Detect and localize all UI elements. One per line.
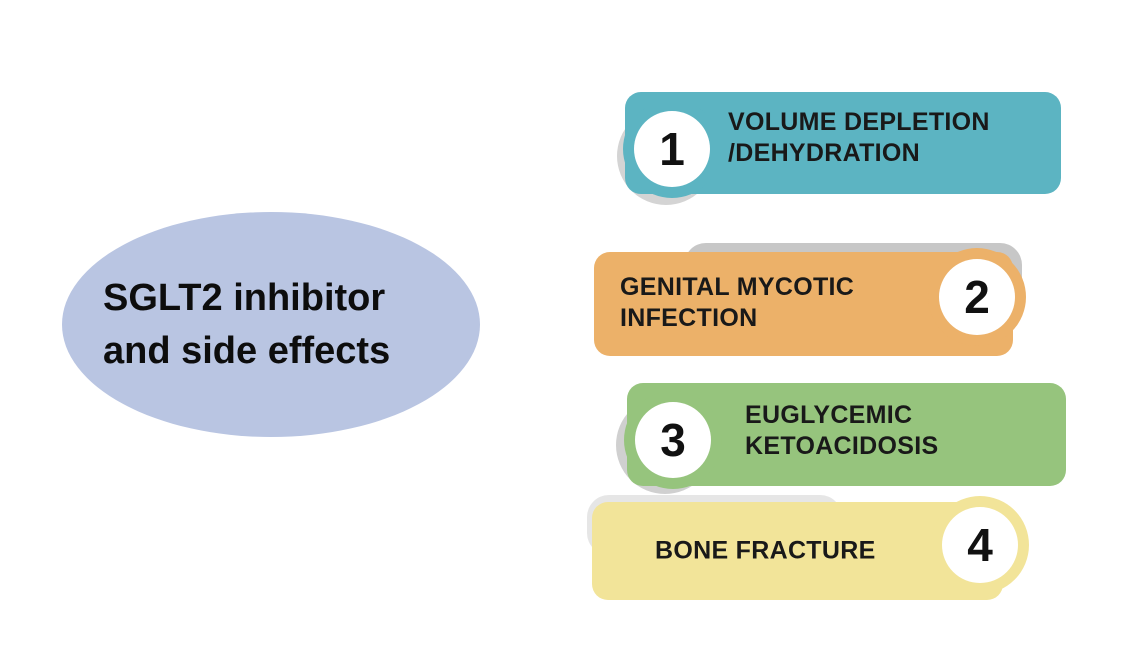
title-line-1: SGLT2 inhibitor xyxy=(103,276,386,319)
badge-number: 2 xyxy=(939,259,1015,335)
title-line-2: and side effects xyxy=(103,329,391,372)
item-label: VOLUME DEPLETION /DEHYDRATION xyxy=(728,107,990,169)
item-label: GENITAL MYCOTIC INFECTION xyxy=(620,272,854,334)
number-badge-3: 3 xyxy=(624,391,722,489)
item-label-line-2: INFECTION xyxy=(620,304,758,332)
item-label: EUGLYCEMIC KETOACIDOSIS xyxy=(745,400,938,462)
badge-number: 3 xyxy=(635,402,711,478)
item-label-line-1: GENITAL MYCOTIC xyxy=(620,273,855,301)
side-effect-item-2: 2 GENITAL MYCOTIC INFECTION xyxy=(594,243,1026,356)
side-effect-item-3: 3 EUGLYCEMIC KETOACIDOSIS xyxy=(616,383,1066,494)
number-badge-2: 2 xyxy=(928,248,1026,346)
item-label: BONE FRACTURE xyxy=(655,536,876,567)
side-effect-item-4: 4 BONE FRACTURE xyxy=(587,495,1029,600)
item-label-line-1: BONE FRACTURE xyxy=(655,536,876,565)
number-badge-4: 4 xyxy=(931,496,1029,594)
item-label-line-1: EUGLYCEMIC xyxy=(745,400,913,429)
badge-number: 4 xyxy=(942,507,1018,583)
side-effect-item-1: 1 VOLUME DEPLETION /DEHYDRATION xyxy=(617,92,1061,205)
badge-number: 1 xyxy=(634,111,710,187)
item-label-line-2: /DEHYDRATION xyxy=(728,139,921,167)
number-badge-1: 1 xyxy=(623,100,721,198)
item-label-line-2: KETOACIDOSIS xyxy=(745,431,939,460)
item-label-line-1: VOLUME DEPLETION xyxy=(728,108,990,136)
title-ellipse: SGLT2 inhibitor and side effects xyxy=(62,212,480,437)
